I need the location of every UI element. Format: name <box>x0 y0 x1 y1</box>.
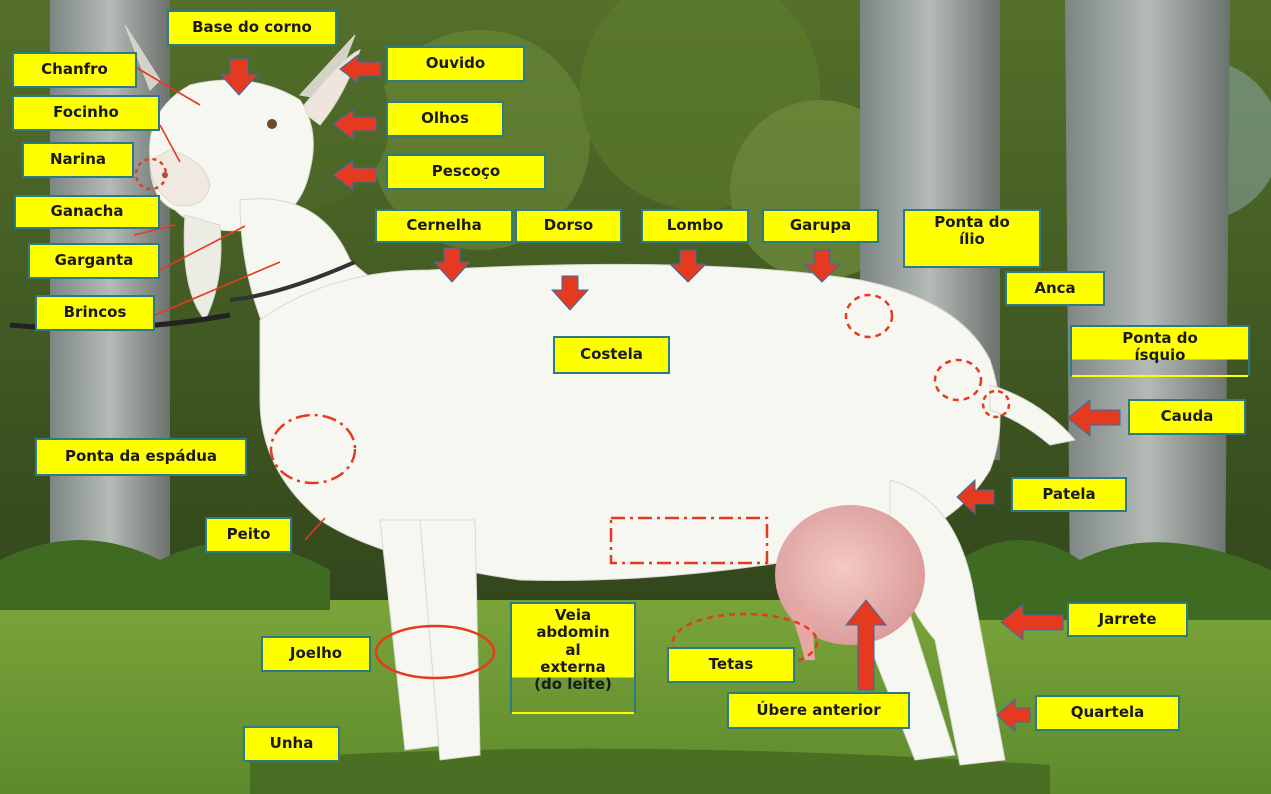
label-anca: Anca <box>1005 271 1105 306</box>
label-tetas: Tetas <box>667 647 795 683</box>
label-cernelha: Cernelha <box>375 209 513 243</box>
label-ubere-anterior: Úbere anterior <box>727 692 910 729</box>
label-garganta: Garganta <box>28 243 160 279</box>
label-jarrete: Jarrete <box>1067 602 1188 637</box>
label-brincos: Brincos <box>35 295 155 331</box>
goat-eye <box>267 119 277 129</box>
label-ponta-do-isquio: Ponta do ísquio <box>1070 325 1250 377</box>
label-peito: Peito <box>205 517 292 553</box>
label-base-do-corno: Base do corno <box>167 10 337 46</box>
label-narina: Narina <box>22 142 134 178</box>
label-focinho: Focinho <box>12 95 160 131</box>
label-ponta-do-ilio: Ponta do ílio <box>903 209 1041 268</box>
label-chanfro: Chanfro <box>12 52 137 88</box>
label-patela: Patela <box>1011 477 1127 512</box>
label-pescoco: Pescoço <box>386 154 546 190</box>
label-lombo: Lombo <box>641 209 749 243</box>
label-ponta-da-espadua: Ponta da espádua <box>35 438 247 476</box>
label-ganacha: Ganacha <box>14 195 160 229</box>
label-quartela: Quartela <box>1035 695 1180 731</box>
label-olhos: Olhos <box>386 101 504 137</box>
label-dorso: Dorso <box>515 209 622 243</box>
label-cauda: Cauda <box>1128 399 1246 435</box>
label-veia-abdominal-externa: Veia abdomin al externa (do leite) <box>510 602 636 714</box>
label-unha: Unha <box>243 726 340 762</box>
label-garupa: Garupa <box>762 209 879 243</box>
label-joelho: Joelho <box>261 636 371 672</box>
label-ouvido: Ouvido <box>386 46 525 82</box>
label-costela: Costela <box>553 336 670 374</box>
